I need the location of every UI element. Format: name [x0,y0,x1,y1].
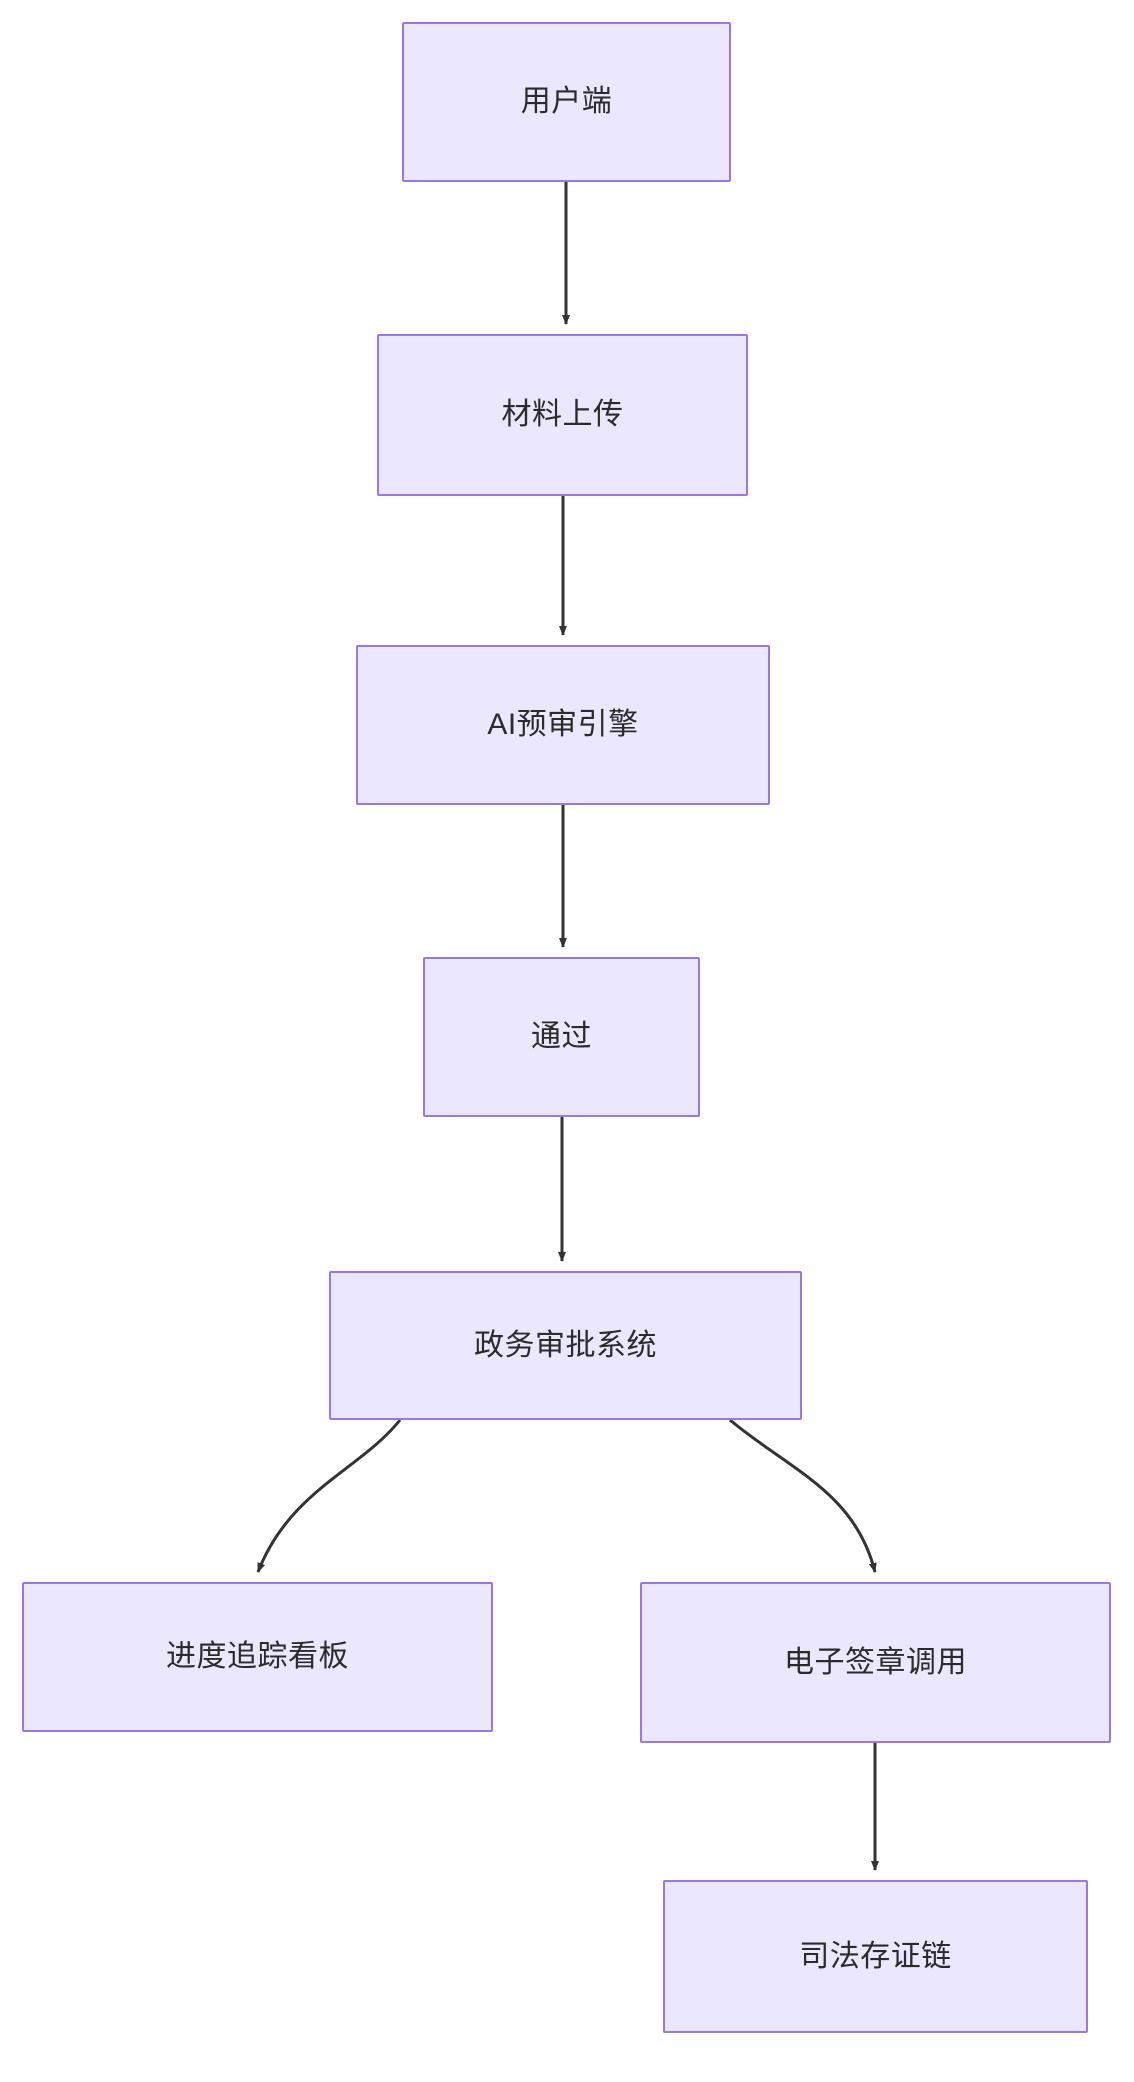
node-pass-label: 通过 [531,1020,592,1053]
edge-approval-to-progress [256,1419,402,1573]
node-judicial-evidence-chain-label: 司法存证链 [799,1939,952,1973]
node-progress-tracking-board-label: 进度追踪看板 [166,1640,349,1673]
node-pass[interactable]: 通过 [423,957,700,1117]
node-progress-tracking-board[interactable]: 进度追踪看板 [22,1582,493,1732]
node-electronic-seal-invocation-label: 电子签章调用 [784,1645,967,1679]
node-government-approval-system-label: 政务审批系统 [474,1328,657,1362]
node-ai-prereview-engine[interactable]: AI预审引擎 [356,645,770,805]
node-electronic-seal-invocation[interactable]: 电子签章调用 [640,1582,1111,1743]
node-upload[interactable]: 材料上传 [377,334,748,496]
node-user-label: 用户端 [520,85,613,118]
node-upload-label: 材料上传 [501,398,624,431]
edge-approval-to-esign [729,1418,877,1573]
node-government-approval-system[interactable]: 政务审批系统 [329,1271,802,1420]
node-ai-prereview-engine-label: AI预审引擎 [487,708,639,741]
node-user[interactable]: 用户端 [402,22,731,182]
node-judicial-evidence-chain[interactable]: 司法存证链 [663,1880,1088,2033]
